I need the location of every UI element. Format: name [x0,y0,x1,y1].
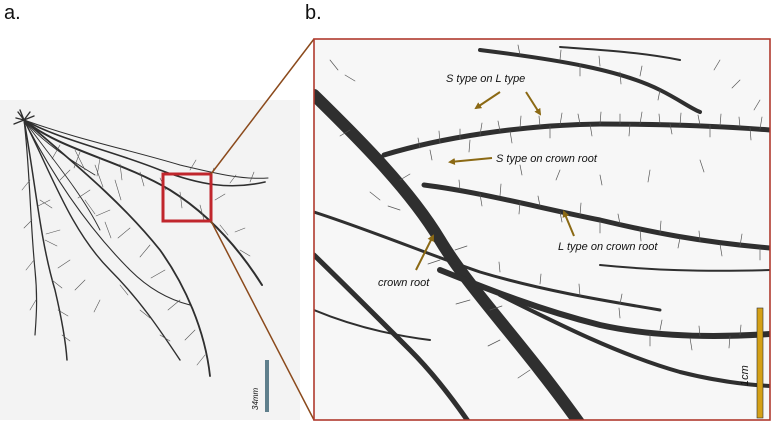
zoom-region-box [161,172,213,223]
arrow-s-on-l-left [474,91,501,110]
root-photo-a [0,100,300,420]
arrow-l-on-crown [562,210,575,237]
scale-bar-b [756,307,764,419]
label-l-on-crown: L type on crown root [558,241,658,253]
crown-root-main [314,89,585,420]
panel-b-frame [313,38,771,421]
connector-line-bottom [210,220,315,421]
magnified-image-b [314,39,770,420]
panel-label-a: a. [4,2,21,24]
arrow-s-on-l-right [525,91,542,116]
connector-line-top [210,38,315,175]
arrow-crown [415,234,434,271]
scale-bar-a-label: 34mm [251,387,260,410]
scale-bar-a [265,360,269,412]
panel-label-b: b. [305,2,322,24]
root-system-a [13,109,269,377]
label-s-on-l: S type on L type [446,73,525,85]
arrow-s-on-crown [448,157,493,166]
scale-bar-b-label: 1cm [739,365,751,386]
label-s-on-crown: S type on crown root [496,153,598,165]
label-crown: crown root [378,277,430,289]
